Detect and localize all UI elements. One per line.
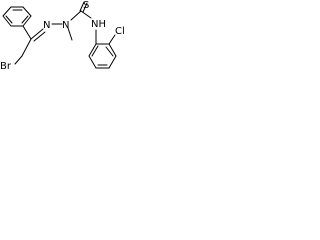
bond [5, 15, 13, 24]
bond [88, 43, 97, 57]
bond [70, 10, 82, 21]
chlorine-label: Cl [115, 26, 125, 37]
bond [108, 34, 116, 45]
bond [2, 15, 12, 27]
bond [22, 25, 32, 40]
bond [14, 55, 23, 65]
bond [30, 28, 44, 40]
bond [80, 10, 92, 19]
bond-lines [2, 1, 117, 69]
bond [67, 27, 73, 41]
bond [33, 31, 46, 42]
bond [88, 55, 97, 69]
bond [22, 15, 32, 27]
bond [108, 55, 117, 69]
imine-nitrogen-label: N [43, 20, 50, 31]
bond [105, 46, 114, 57]
bond [21, 15, 29, 24]
bond [2, 6, 12, 17]
bond [91, 45, 99, 57]
hydrazine-nitrogen-label: N [62, 20, 69, 31]
bond [82, 2, 88, 13]
bond [79, 1, 85, 12]
structural-formula: Br N N S NH Cl [0, 0, 125, 72]
bond [108, 43, 117, 57]
bond [21, 38, 32, 57]
bond [22, 6, 32, 17]
bromine-label: Br [0, 61, 12, 72]
sulfur-label: S [83, 0, 89, 11]
amide-nitrogen-label: NH [91, 19, 106, 30]
